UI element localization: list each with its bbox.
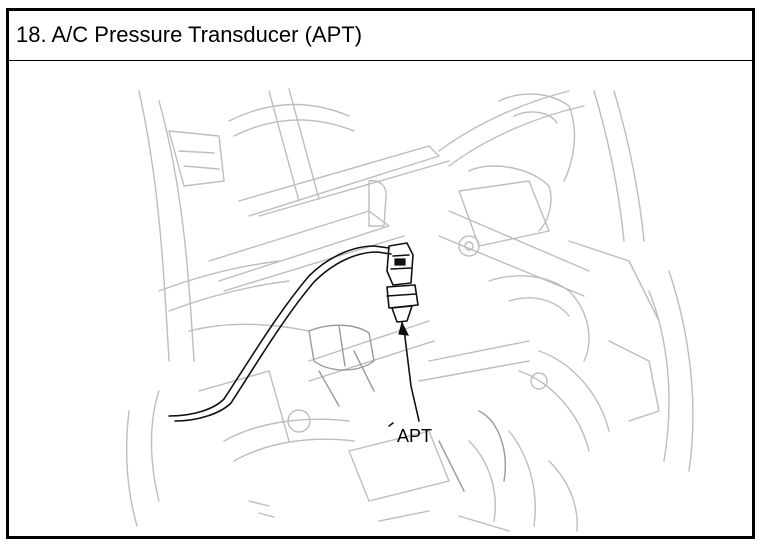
diagram-frame: 18. A/C Pressure Transducer (APT) bbox=[6, 8, 755, 539]
engine-detail bbox=[308, 324, 506, 492]
apt-callout-label: APT bbox=[397, 426, 432, 446]
engine-background bbox=[125, 88, 694, 532]
engine-bay-illustration: APT bbox=[125, 88, 694, 532]
title-bar: 18. A/C Pressure Transducer (APT) bbox=[9, 11, 752, 61]
apt-callout: APT bbox=[388, 422, 432, 446]
apt-sensor-assembly bbox=[168, 242, 420, 422]
diagram-title: 18. A/C Pressure Transducer (APT) bbox=[16, 22, 363, 47]
